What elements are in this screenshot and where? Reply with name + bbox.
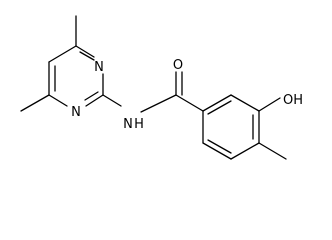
atom-label-oh-hydroxyl: OH (283, 93, 303, 108)
bond-ring-c3-methyl-bottom (20, 94, 50, 112)
structure-canvas: N N N H O OH (20, 15, 303, 160)
bond-benz-c5-c6 (202, 142, 232, 160)
atom-label-n-ring-top: N (94, 60, 104, 75)
bond-ring-c1-c2 (48, 45, 77, 63)
bond-benz-c5-c6-double (207, 139, 232, 154)
bond-n-amide-carbonyl-c (140, 94, 177, 113)
bond-benz-c4-methyl (258, 142, 287, 160)
bond-benz-c4-c5 (230, 142, 260, 160)
atom-label-n-ring-bottom: N (71, 105, 81, 120)
bond-ring-c1-n-top (75, 45, 95, 58)
bond-benz-c1-c2 (202, 94, 232, 112)
bond-carbonyl-c-ring (175, 94, 204, 112)
atom-label-n-amide: N (123, 117, 133, 132)
bond-ring-n-bottom-c4 (85, 94, 104, 107)
atom-label-h-amide: H (134, 117, 144, 132)
bond-ring-c1-n-top-double (79, 51, 95, 61)
bond-benz-c3-oh (258, 97, 281, 112)
bond-c4-n-amide (102, 94, 122, 107)
bond-ring-n-bottom-c4-double (84, 91, 99, 101)
bond-benz-c1-c2-double (207, 100, 232, 115)
bond-ring-c3-n-bottom (48, 94, 68, 107)
bond-benz-c2-c3 (230, 94, 260, 112)
molecule-structure: N N N H O OH (20, 15, 303, 160)
atom-label-o-carbonyl: O (173, 58, 183, 73)
